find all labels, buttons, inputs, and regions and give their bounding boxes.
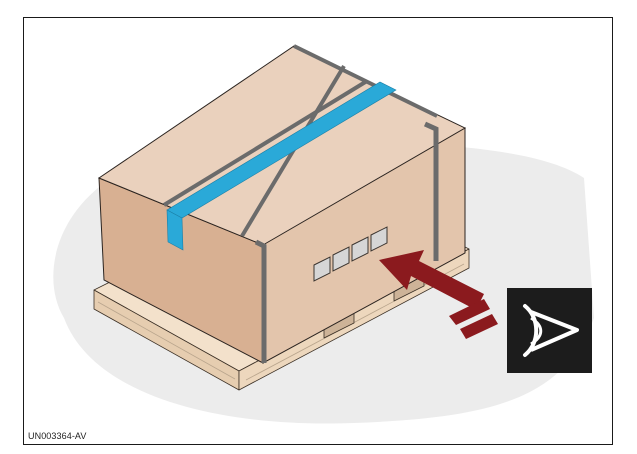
figure-reference-code: UN003364-AV [28, 431, 87, 441]
packing-tape-tab [166, 209, 184, 251]
side-strap [423, 121, 439, 261]
crate-illustration [53, 44, 595, 424]
direction-arrow-icon [379, 250, 498, 339]
figure-frame: UN003364-AV [23, 17, 613, 445]
eye-inspect-icon [507, 288, 592, 373]
label-windows [313, 226, 388, 282]
front-strap [254, 239, 267, 363]
